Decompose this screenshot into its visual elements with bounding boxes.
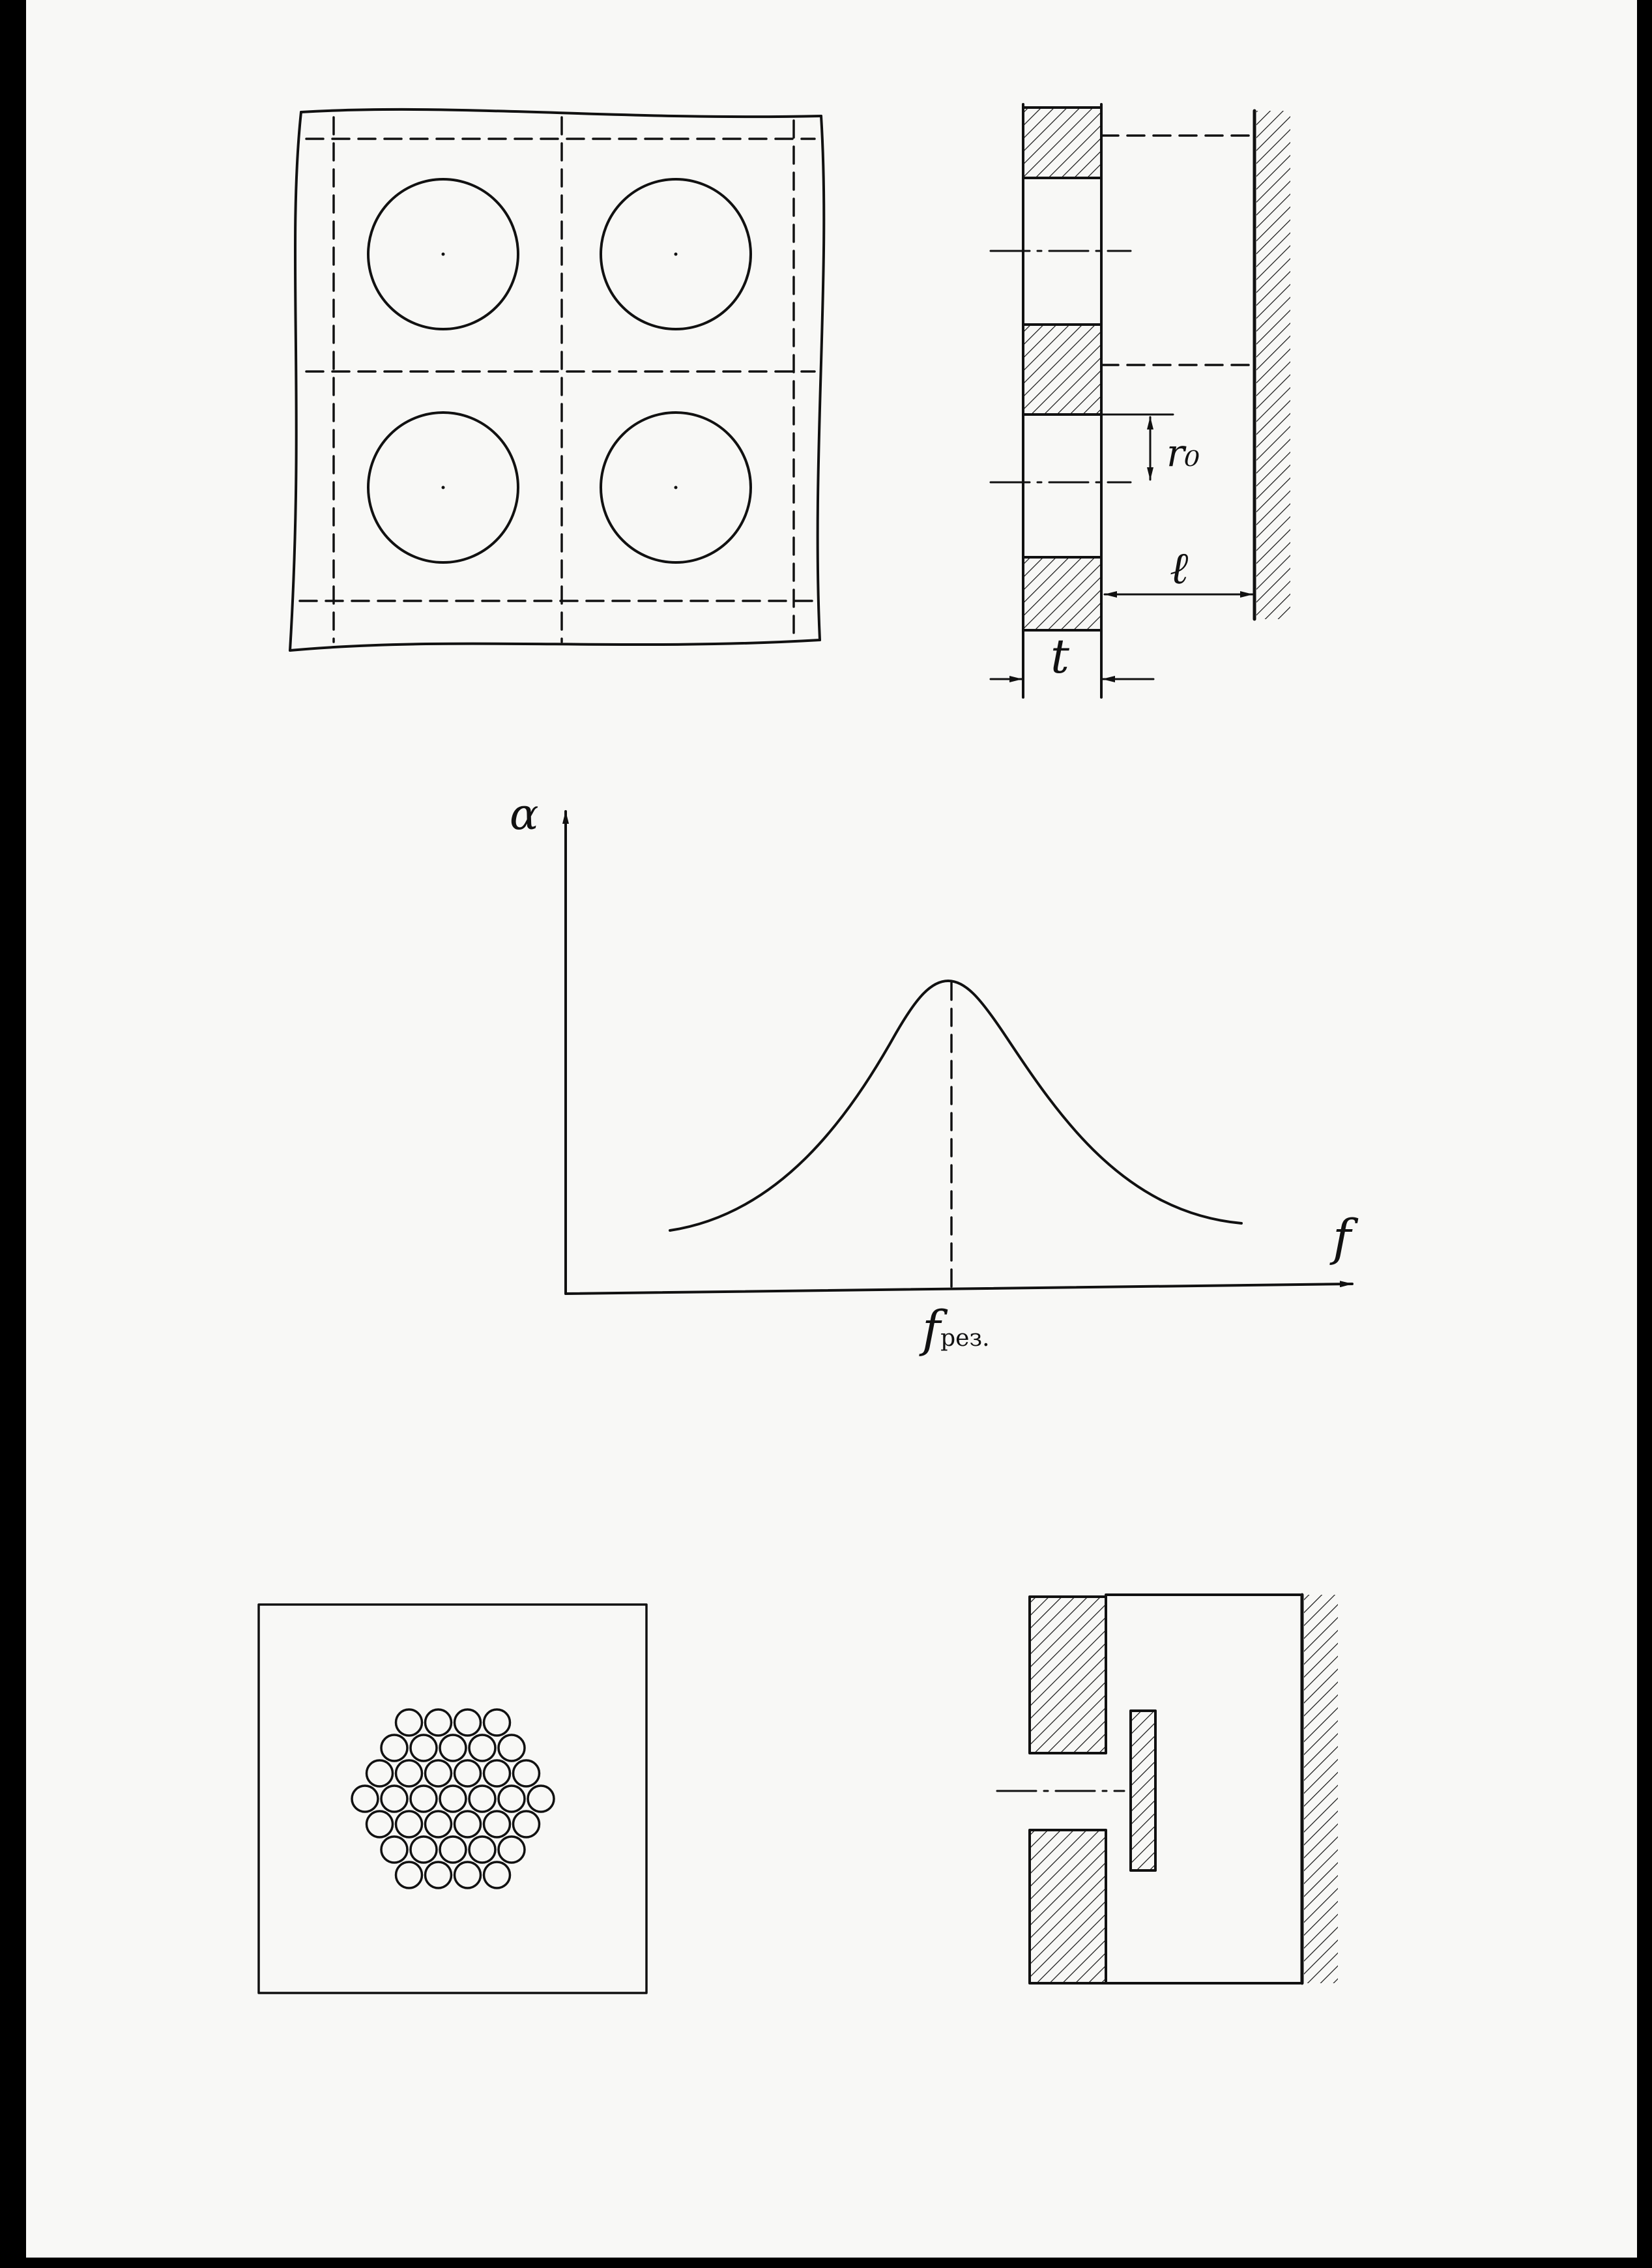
plate-section-hatched [1022, 323, 1103, 416]
small-hole-circle [439, 1784, 467, 1813]
small-hole-circle [409, 1784, 438, 1813]
backing-wall-hatching [1304, 1595, 1338, 1983]
small-hole-circle [482, 1810, 512, 1839]
scan-border-left [0, 0, 26, 2268]
small-hole-circle [365, 1759, 394, 1788]
small-hole-circle [424, 1759, 453, 1788]
small-hole-circle [497, 1734, 526, 1762]
resonance-frequency-subscript: рез. [940, 1325, 989, 1352]
small-hole-circle [365, 1810, 394, 1839]
small-hole-circle [497, 1835, 526, 1864]
backing-wall-hatching [1256, 111, 1290, 619]
small-hole-circle [424, 1810, 453, 1839]
x-axis [564, 1281, 1354, 1295]
projection-dashed-lines [1100, 134, 1256, 366]
small-hole-circle [380, 1835, 409, 1864]
resonance-graph [562, 810, 1354, 1295]
small-hole-circle [394, 1759, 424, 1788]
resonator-section-view [996, 1593, 1338, 1985]
small-hole-circle [453, 1708, 482, 1737]
plate-section-upper [1028, 1595, 1107, 1754]
small-holes-cluster [351, 1708, 555, 1889]
label-gap-l: ℓ [1170, 543, 1188, 594]
small-hole-circle [482, 1759, 512, 1788]
label-radius-r0: r₀ [1167, 431, 1200, 475]
small-hole-circle [512, 1810, 541, 1839]
small-hole-circle [527, 1784, 555, 1813]
plate-bottom-wavy-edge [289, 639, 821, 652]
small-hole-circle [468, 1835, 497, 1864]
plate-section-hatched [1022, 556, 1103, 632]
y-axis-label-alpha: α [510, 789, 539, 839]
plate-right-wavy-edge [816, 115, 826, 641]
small-hole-circle [468, 1734, 497, 1762]
hole-circle [600, 178, 752, 330]
small-hole-circle [424, 1861, 453, 1889]
scan-border-right [1637, 0, 1652, 2268]
label-thickness-t: t [1051, 629, 1070, 684]
small-hole-circle [394, 1810, 424, 1839]
small-hole-circle [512, 1759, 541, 1788]
small-hole-circle [409, 1835, 438, 1864]
small-hole-circle [409, 1734, 438, 1762]
hole-centerlines [989, 250, 1132, 484]
plate-section-hatched [1022, 106, 1103, 179]
resonance-curve [669, 980, 1243, 1232]
small-hole-circle [439, 1734, 467, 1762]
cell-grid-dashed-lines [298, 116, 816, 643]
small-hole-circle [439, 1835, 467, 1864]
hole-circle [367, 178, 519, 330]
inner-membrane-hatched [1129, 1709, 1157, 1872]
small-hole-circle [453, 1861, 482, 1889]
plate-top-wavy-edge [300, 108, 822, 119]
small-hole-circle [424, 1708, 453, 1737]
scan-border-bottom [0, 2258, 1652, 2268]
small-hole-circle [453, 1810, 482, 1839]
small-hole-circle [468, 1784, 497, 1813]
plate-outline-square [257, 1603, 648, 1994]
perforated-plate-section-view [989, 103, 1290, 699]
hole-circle [600, 411, 752, 564]
plate-section-lower [1028, 1829, 1107, 1984]
small-hole-circle [482, 1861, 512, 1889]
plate-left-wavy-edge [289, 111, 302, 652]
small-hole-circle [482, 1708, 512, 1737]
small-hole-circle [394, 1708, 424, 1737]
small-hole-circle [380, 1784, 409, 1813]
small-hole-circle [497, 1784, 526, 1813]
perforated-plate-plan-view [289, 108, 826, 652]
small-hole-circle [453, 1759, 482, 1788]
hole-circle [367, 411, 519, 564]
small-hole-circle [394, 1861, 424, 1889]
small-hole-circle [380, 1734, 409, 1762]
small-hole-circle [351, 1784, 379, 1813]
microperforated-plate-view [257, 1603, 648, 1994]
